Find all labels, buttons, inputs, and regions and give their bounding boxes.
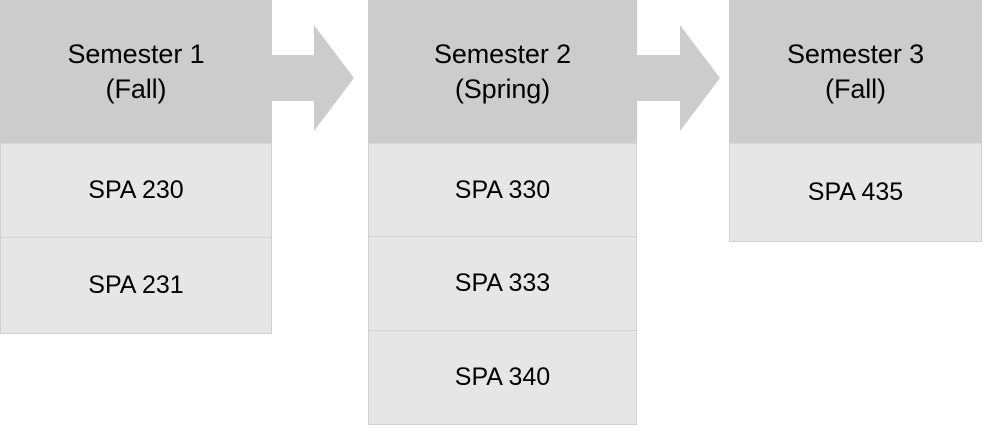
right-arrow-icon	[266, 25, 354, 131]
course-code: SPA 435	[807, 178, 904, 206]
course-cell[interactable]: SPA 330	[368, 143, 637, 237]
course-code: SPA 333	[454, 269, 551, 297]
semester-2-header: Semester 2 (Spring)	[368, 0, 637, 143]
semester-2-header-line1: Semester 2	[433, 38, 572, 69]
semester-2-header-line2: (Spring)	[454, 73, 551, 104]
semester-column-3: Semester 3 (Fall) SPA 435	[729, 0, 982, 242]
course-cell[interactable]: SPA 333	[368, 237, 637, 331]
semester-column-2: Semester 2 (Spring) SPA 330 SPA 333 SPA …	[368, 0, 637, 425]
semester-3-header: Semester 3 (Fall)	[729, 0, 982, 143]
semester-1-course-list: SPA 230 SPA 231	[0, 143, 272, 334]
course-code: SPA 230	[88, 176, 184, 204]
semester-2-course-list: SPA 330 SPA 333 SPA 340	[368, 143, 637, 425]
course-code: SPA 330	[454, 175, 551, 204]
arrow-semester-2-to-3	[632, 25, 720, 131]
course-cell[interactable]: SPA 231	[0, 238, 272, 334]
course-cell[interactable]: SPA 230	[0, 143, 272, 238]
semester-column-1: Semester 1 (Fall) SPA 230 SPA 231	[0, 0, 272, 334]
course-cell[interactable]: SPA 435	[729, 143, 982, 242]
semester-3-header-line1: Semester 3	[786, 38, 925, 69]
semester-1-header-line1: Semester 1	[67, 38, 205, 69]
right-arrow-icon	[632, 25, 720, 131]
semester-1-header-line2: (Fall)	[105, 73, 167, 104]
semester-3-course-list: SPA 435	[729, 143, 982, 242]
arrow-semester-1-to-2	[266, 25, 354, 131]
semester-3-header-line2: (Fall)	[825, 73, 886, 104]
course-code: SPA 231	[88, 271, 184, 299]
course-cell[interactable]: SPA 340	[368, 331, 637, 425]
semester-1-header: Semester 1 (Fall)	[0, 0, 272, 143]
course-code: SPA 340	[454, 363, 551, 391]
